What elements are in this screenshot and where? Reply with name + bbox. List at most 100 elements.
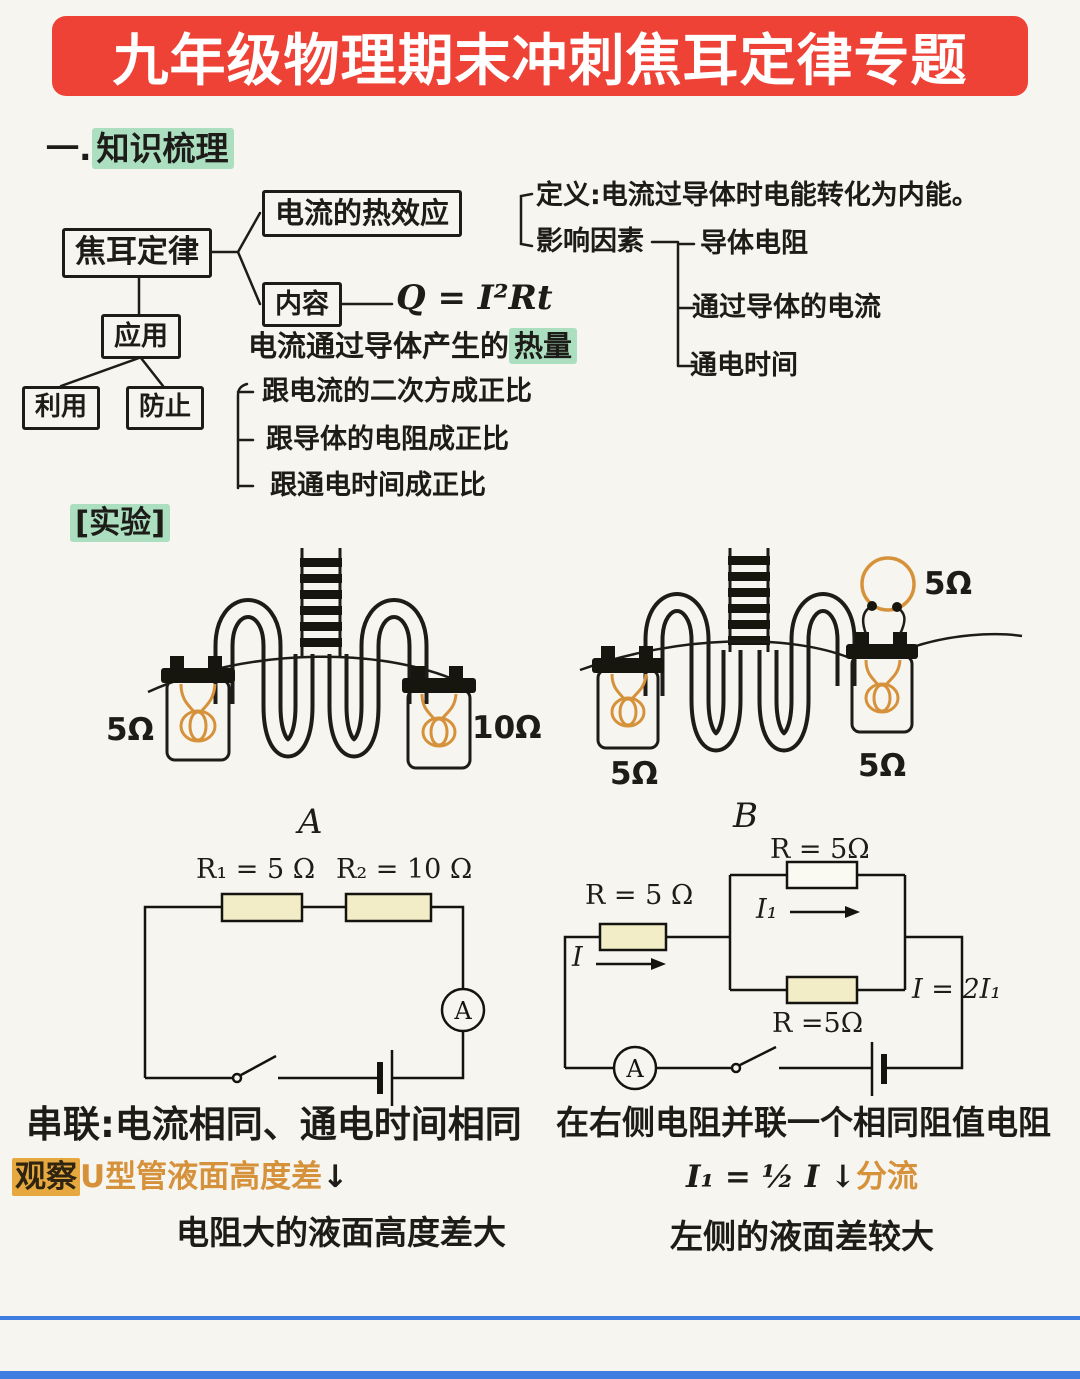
apparatus-a xyxy=(147,548,476,770)
definition-text: 定义:电流过导体时电能转化为内能。 xyxy=(536,180,979,211)
switch-blade xyxy=(240,1054,277,1077)
terminal xyxy=(855,632,869,647)
factor-current-through-conductor: 通过导体的电流 xyxy=(692,292,881,323)
coil-right xyxy=(864,659,902,714)
terminal xyxy=(893,632,907,647)
apparatus-b-left-resistance: 5Ω xyxy=(610,756,658,792)
series-r2-label: R₂ = 10 Ω xyxy=(336,854,473,885)
terminal xyxy=(639,646,653,661)
parallel-top-resistor-label: R = 5Ω xyxy=(770,834,870,865)
apparatus-b-label: B xyxy=(733,796,758,836)
apparatus-a-left-resistance: 5Ω xyxy=(106,712,154,748)
apparatus-b-top-resistance: 5Ω xyxy=(924,566,972,602)
connector-root-branches xyxy=(208,211,262,306)
parallel-main-resistor-label: R = 5 Ω xyxy=(585,880,694,911)
node-joule-law: 焦耳定律 xyxy=(62,228,212,278)
resistor-r2 xyxy=(344,892,433,923)
branch-current-formula: I₁ = ½ I ↓ xyxy=(686,1159,857,1195)
switch-pivot xyxy=(730,1062,742,1074)
series-conclusion-note: 串联:电流相同、通电时间相同 xyxy=(26,1103,522,1146)
experiment-heading: [实验] xyxy=(70,504,171,542)
factors-label: 影响因素 xyxy=(536,226,644,257)
current-main-label: I xyxy=(572,942,583,973)
external-resistor-loop xyxy=(860,556,916,612)
heat-line-highlight: 热量 xyxy=(509,328,578,364)
ammeter-label: A xyxy=(625,1055,644,1083)
node-application: 应用 xyxy=(101,314,181,360)
branch-current-orange: 分流 xyxy=(856,1159,919,1195)
terminal xyxy=(449,666,463,681)
left-conclusion-note: 电阻大的液面高度差大 xyxy=(176,1213,506,1252)
parallel-explanation-note: 在右侧电阻并联一个相同阻值电阻 xyxy=(556,1103,1051,1142)
circuit-wires xyxy=(143,905,465,1080)
beaker-right xyxy=(850,654,914,734)
section-number: 一. xyxy=(46,129,92,168)
beaker-left-lid xyxy=(161,668,235,683)
title-banner: 九年级物理期末冲刺焦耳定律专题 xyxy=(52,16,1028,96)
coil-left xyxy=(179,683,217,743)
u-tube-right-inner xyxy=(331,602,425,755)
terminal xyxy=(170,656,184,671)
node-heat-effect: 电流的热效应 xyxy=(262,190,463,238)
current-arrow-branch-head xyxy=(845,906,860,918)
ladder-rungs xyxy=(300,558,342,647)
proportional-time: 跟通电时间成正比 xyxy=(270,470,486,501)
lead-connector xyxy=(867,601,877,611)
circuit-series-drawing: A xyxy=(143,892,486,1106)
ladder-rungs xyxy=(728,556,770,645)
branch-current-note: I₁ = ½ I ↓分流 xyxy=(686,1159,919,1196)
apparatus-b xyxy=(579,548,1023,753)
ladder-rails xyxy=(728,548,770,652)
switch-blade xyxy=(739,1045,777,1067)
down-arrow: ↓ xyxy=(322,1159,349,1195)
terminal xyxy=(411,666,425,681)
coil-right xyxy=(420,693,458,748)
apparatus-a-label: A xyxy=(298,802,323,842)
bracket-proportional xyxy=(236,382,255,490)
right-conclusion-note: 左侧的液面差较大 xyxy=(670,1217,934,1256)
coil-left xyxy=(610,673,648,728)
node-use: 利用 xyxy=(22,386,101,430)
apparatus-b-right-resistance: 5Ω xyxy=(858,748,906,784)
resistor-main xyxy=(598,922,668,952)
resistor-r1 xyxy=(220,892,304,923)
observe-note-orange: U型管液面高度差 xyxy=(80,1159,323,1195)
mindmap-connectors xyxy=(59,192,696,490)
bracket-factors xyxy=(650,240,696,368)
beaker-left-lid xyxy=(592,658,664,673)
series-r1-label: R₁ = 5 Ω xyxy=(196,854,316,885)
resistor-branch-bottom xyxy=(785,975,859,1005)
ammeter xyxy=(440,987,486,1033)
ammeter-label: A xyxy=(453,997,472,1025)
switch-pivot xyxy=(231,1072,243,1084)
experiment-heading-text: [实验] xyxy=(70,504,171,542)
ammeter xyxy=(612,1045,658,1091)
beaker-right-lid xyxy=(846,644,918,659)
divider-line-bottom xyxy=(0,1371,1080,1379)
apparatus-a-right-resistance: 10Ω xyxy=(472,710,542,746)
proportional-current: 跟电流的二次方成正比 xyxy=(262,376,532,407)
resistor-branch-top xyxy=(785,860,859,890)
terminal xyxy=(601,646,615,661)
factor-time: 通电时间 xyxy=(690,350,798,381)
parallel-bottom-resistor-label: R =5Ω xyxy=(772,1008,864,1039)
observe-note: 观察U型管液面高度差↓ xyxy=(12,1158,349,1196)
section-title: 知识梳理 xyxy=(91,128,234,169)
current-relation-label: I = 2I₁ xyxy=(912,974,1002,1005)
joule-law-formula: Q = I²Rt xyxy=(396,278,553,318)
factor-conductor-resistance: 导体电阻 xyxy=(700,228,808,259)
u-tube-left-inner xyxy=(647,596,739,749)
beaker-right-lid xyxy=(402,678,476,693)
u-tube-right-inner xyxy=(761,596,853,749)
node-prevent: 防止 xyxy=(126,386,205,430)
u-tube-left-inner xyxy=(217,602,311,755)
current-arrow-main-head xyxy=(651,958,666,970)
wire-extension xyxy=(909,632,1023,650)
connector-root-application xyxy=(59,274,165,388)
node-content: 内容 xyxy=(262,282,342,328)
observe-note-highlight: 观察 xyxy=(12,1158,80,1196)
proportional-resistance: 跟导体的电阻成正比 xyxy=(266,424,509,455)
divider-line xyxy=(0,1316,1080,1320)
